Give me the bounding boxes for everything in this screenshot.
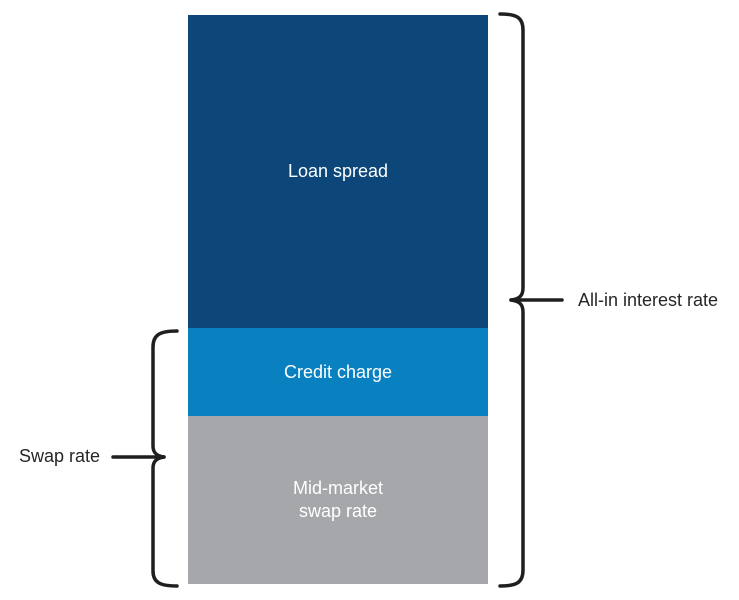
all-in-interest-rate-brace bbox=[498, 12, 564, 588]
all-in-interest-rate-brace-path bbox=[498, 12, 525, 588]
segment-mid-market-swap-rate-label-line2: swap rate bbox=[298, 501, 378, 521]
segment-loan-spread: Loan spread bbox=[188, 15, 488, 328]
segment-credit-charge: Credit charge bbox=[188, 328, 488, 416]
segment-credit-charge-label: Credit charge bbox=[283, 361, 393, 382]
swap-rate-brace-path bbox=[151, 329, 179, 588]
annotation-swap-rate: Swap rate bbox=[18, 446, 100, 466]
swap-rate-brace bbox=[111, 329, 179, 588]
annotation-all-in-interest-rate: All-in interest rate bbox=[578, 290, 719, 310]
segment-mid-market-swap-rate-label-line1: Mid-market bbox=[292, 478, 383, 498]
stacked-bar: Loan spread Credit charge Mid-market swa… bbox=[188, 15, 488, 584]
segment-loan-spread-label: Loan spread bbox=[287, 161, 389, 181]
segment-mid-market-swap-rate: Mid-market swap rate bbox=[188, 416, 488, 584]
